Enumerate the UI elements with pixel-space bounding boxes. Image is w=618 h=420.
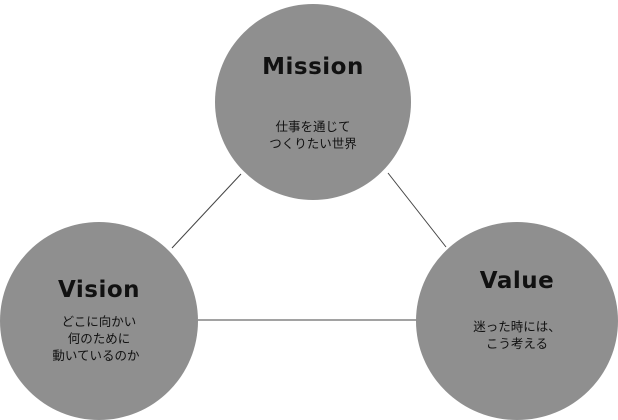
mission-description-line: 仕事を通じて [275,119,351,134]
connector-mission-value [387,172,447,248]
value-title: Value [479,268,555,294]
vision-description-line: 何のために [67,331,131,346]
vision-circle: Vision どこに向かい 何のために 動いているのか [0,222,198,420]
value-description-line: こう考える [485,336,549,351]
connector-mission-vision [171,173,242,249]
mission-circle: Mission 仕事を通じて つくりたい世界 [215,4,411,200]
value-description-line: 迷った時には、 [473,319,561,334]
vision-description: どこに向かい 何のために 動いているのか [0,313,198,364]
mission-description: 仕事を通じて つくりたい世界 [215,118,411,152]
mission-description-line: つくりたい世界 [269,136,357,151]
value-circle: Value 迷った時には、 こう考える [416,222,618,420]
vision-description-line: 動いているのか [52,348,140,363]
vision-description-line: どこに向かい [61,314,137,329]
value-description: 迷った時には、 こう考える [416,318,618,352]
vision-title: Vision [57,277,141,303]
mission-title: Mission [262,54,364,80]
